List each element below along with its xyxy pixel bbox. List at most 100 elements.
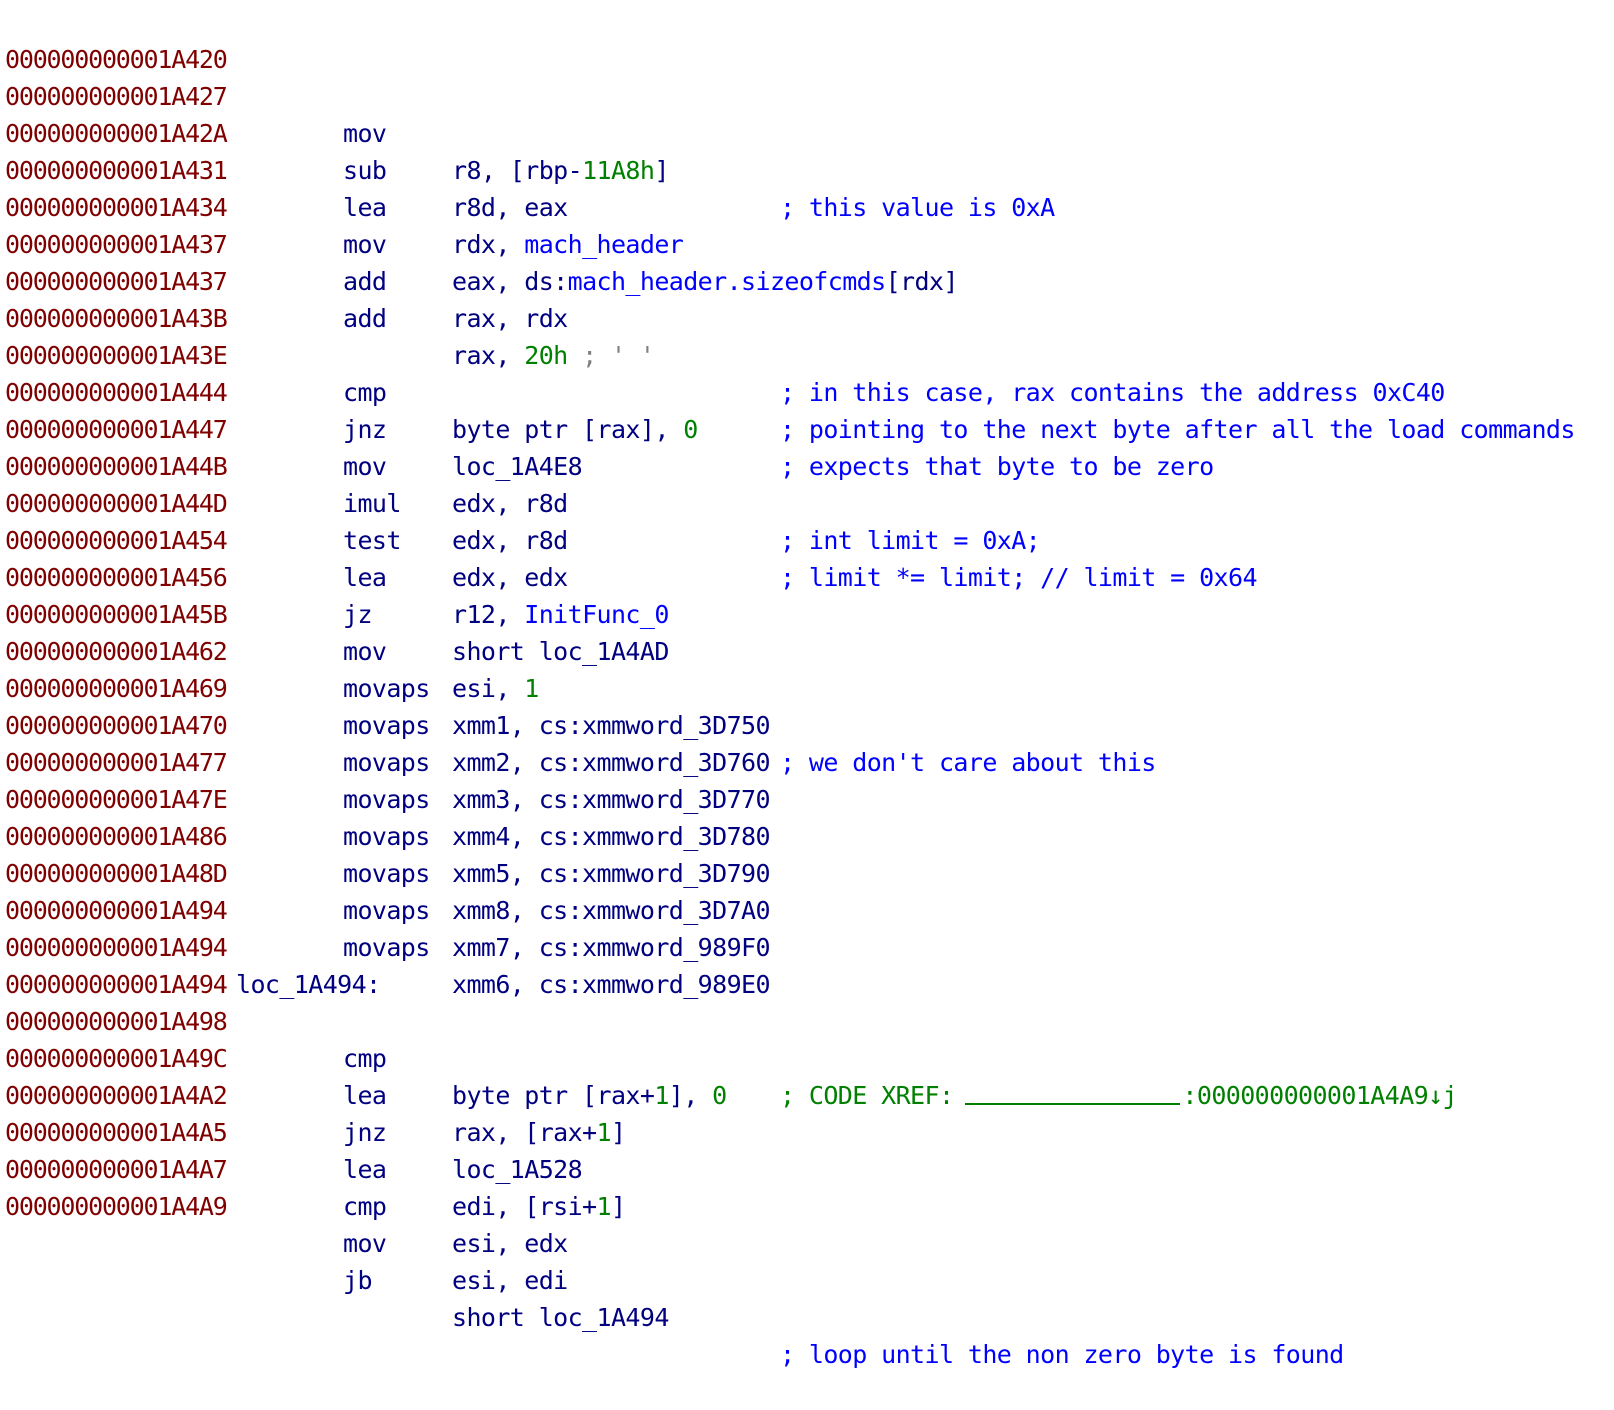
operands[interactable]: edx, r8d — [452, 522, 568, 559]
mnemonic[interactable]: lea — [343, 1081, 387, 1110]
mnemonic[interactable]: lea — [343, 563, 387, 592]
operands[interactable]: short loc_1A4AD — [452, 633, 669, 670]
operands[interactable]: xmm8, cs:xmmword_3D7A0 — [452, 892, 771, 929]
address[interactable]: 000000000001A43E — [5, 341, 228, 370]
operands[interactable]: rdx, mach_header — [452, 226, 684, 263]
listing-row[interactable]: 000000000001A4A2 lea edi, [rsi+1] — [0, 1040, 1614, 1221]
mnemonic[interactable]: movaps — [343, 785, 430, 814]
xref-target-link[interactable]: :000000000001A4A9↓j — [1182, 1081, 1457, 1110]
operands[interactable]: r8d, eax — [452, 189, 568, 226]
listing-row[interactable]: 000000000001A469 movaps xmm3, cs:xmmword… — [0, 633, 1614, 814]
listing-row[interactable]: 000000000001A437 ; pointing to the next … — [0, 226, 1614, 444]
address[interactable]: 000000000001A494 — [5, 970, 228, 999]
listing-row[interactable]: 000000000001A44D lea r12, InitFunc_0 — [0, 448, 1614, 629]
address[interactable]: 000000000001A45B — [5, 600, 228, 629]
operands[interactable]: loc_1A4E8 — [452, 448, 583, 485]
operands[interactable]: r8, [rbp-11A8h] — [452, 152, 669, 189]
operands[interactable]: r12, InitFunc_0 — [452, 596, 669, 633]
operands[interactable]: xmm1, cs:xmmword_3D750 — [452, 707, 771, 744]
address[interactable]: 000000000001A4A7 — [5, 1155, 228, 1184]
address[interactable]: 000000000001A48D — [5, 859, 228, 888]
address[interactable]: 000000000001A444 — [5, 378, 228, 407]
address[interactable]: 000000000001A4A2 — [5, 1081, 228, 1110]
listing-row[interactable]: 000000000001A470 movaps xmm4, cs:xmmword… — [0, 670, 1614, 851]
listing-row[interactable]: 000000000001A437 add rax, 20h ; ' ' ; in… — [0, 189, 1614, 407]
mnemonic[interactable]: mov — [343, 637, 387, 666]
listing-row[interactable]: 000000000001A444 mov edx, r8d ; int limi… — [0, 337, 1614, 555]
listing-row[interactable]: 000000000001A420 mov r8, [rbp-11A8h] ; t… — [0, 4, 1614, 222]
mnemonic[interactable]: imul — [343, 489, 401, 518]
address[interactable]: 000000000001A42A — [5, 119, 228, 148]
listing-row[interactable]: 000000000001A47E movaps xmm8, cs:xmmword… — [0, 744, 1614, 925]
listing-row[interactable]: 000000000001A427 sub r8d, eax — [0, 41, 1614, 222]
mnemonic[interactable]: cmp — [343, 1044, 387, 1073]
mnemonic[interactable]: cmp — [343, 1192, 387, 1221]
address[interactable]: 000000000001A49C — [5, 1044, 228, 1073]
mnemonic[interactable]: add — [343, 304, 387, 333]
mnemonic[interactable]: mov — [343, 1229, 387, 1258]
listing-row[interactable]: 000000000001A454 jz short loc_1A4AD — [0, 485, 1614, 666]
listing-row[interactable]: 000000000001A431 mov eax, ds:mach_header… — [0, 115, 1614, 296]
mnemonic[interactable]: lea — [343, 1155, 387, 1184]
mnemonic[interactable]: mov — [343, 230, 387, 259]
operands[interactable]: xmm7, cs:xmmword_989F0 — [452, 929, 771, 966]
code-label[interactable]: loc_1A494: — [236, 970, 381, 999]
mnemonic[interactable]: mov — [343, 452, 387, 481]
address[interactable]: 000000000001A44D — [5, 489, 228, 518]
listing-row[interactable]: 000000000001A4A9 jb short loc_1A494 ; lo… — [0, 1151, 1614, 1369]
operands[interactable]: edx, edx — [452, 559, 568, 596]
address[interactable]: 000000000001A456 — [5, 563, 228, 592]
operands[interactable]: esi, 1 — [452, 670, 539, 707]
mnemonic[interactable]: jnz — [343, 1118, 387, 1147]
operands[interactable]: esi, edx — [452, 1225, 568, 1262]
operands[interactable]: byte ptr [rax+1], 0 — [452, 1077, 727, 1114]
operands[interactable]: esi, edi — [452, 1262, 568, 1299]
symbol-name[interactable]: InitFunc_0 — [524, 600, 669, 629]
mnemonic[interactable]: movaps — [343, 748, 430, 777]
address[interactable]: 000000000001A486 — [5, 822, 228, 851]
address[interactable]: 000000000001A454 — [5, 526, 228, 555]
mnemonic[interactable]: jz — [343, 600, 373, 629]
address[interactable]: 000000000001A498 — [5, 1007, 228, 1036]
symbol-name[interactable]: mach_header.sizeofcmds — [567, 267, 887, 296]
listing-row[interactable]: 000000000001A48D movaps xmm6, cs:xmmword… — [0, 818, 1614, 999]
mnemonic[interactable]: movaps — [343, 896, 430, 925]
symbol-name[interactable]: mach_header — [524, 230, 684, 259]
listing-row[interactable]: 000000000001A43E jnz loc_1A4E8 — [0, 300, 1614, 481]
address[interactable]: 000000000001A494 — [5, 933, 228, 962]
listing-row[interactable]: 000000000001A462 movaps xmm2, cs:xmmword… — [0, 596, 1614, 777]
mnemonic[interactable]: jb — [343, 1266, 373, 1295]
address[interactable]: 000000000001A4A5 — [5, 1118, 228, 1147]
listing-row[interactable]: 000000000001A44B test edx, edx — [0, 411, 1614, 592]
address[interactable]: 000000000001A462 — [5, 637, 228, 666]
operands[interactable]: byte ptr [rax], 0 — [452, 411, 698, 448]
mnemonic[interactable]: cmp — [343, 378, 387, 407]
operands[interactable]: xmm2, cs:xmmword_3D760 — [452, 744, 771, 781]
operands[interactable]: edx, r8d — [452, 485, 568, 522]
mnemonic[interactable]: movaps — [343, 859, 430, 888]
listing-row[interactable]: 000000000001A4A7 mov esi, edi — [0, 1114, 1614, 1295]
address[interactable]: 000000000001A47E — [5, 785, 228, 814]
address[interactable]: 000000000001A431 — [5, 156, 228, 185]
mnemonic[interactable]: mov — [343, 119, 387, 148]
mnemonic[interactable]: movaps — [343, 933, 430, 962]
address[interactable]: 000000000001A470 — [5, 711, 228, 740]
operands[interactable]: eax, ds:mach_header.sizeofcmds[rdx] — [452, 263, 958, 300]
mnemonic[interactable]: add — [343, 267, 387, 296]
operands[interactable]: xmm4, cs:xmmword_3D780 — [452, 818, 771, 855]
listing-row[interactable]: 000000000001A494 loc_1A494: ; CODE XREF:… — [0, 892, 1614, 1110]
address[interactable]: 000000000001A469 — [5, 674, 228, 703]
operands[interactable]: rax, rdx — [452, 300, 568, 337]
listing-row[interactable]: 000000000001A494 cmp byte ptr [rax+1], 0 — [0, 929, 1614, 1110]
address[interactable]: 000000000001A437 — [5, 230, 228, 259]
address[interactable]: 000000000001A477 — [5, 748, 228, 777]
address[interactable]: 000000000001A43B — [5, 304, 228, 333]
listing-row[interactable]: 000000000001A456 mov esi, 1 — [0, 522, 1614, 703]
listing-row[interactable]: 000000000001A434 add rax, rdx — [0, 152, 1614, 333]
address[interactable]: 000000000001A447 — [5, 415, 228, 444]
mnemonic[interactable]: lea — [343, 193, 387, 222]
address[interactable]: 000000000001A437 — [5, 267, 228, 296]
address[interactable]: 000000000001A427 — [5, 82, 228, 111]
address[interactable]: 000000000001A44B — [5, 452, 228, 481]
operands[interactable]: rax, [rax+1] — [452, 1114, 626, 1151]
